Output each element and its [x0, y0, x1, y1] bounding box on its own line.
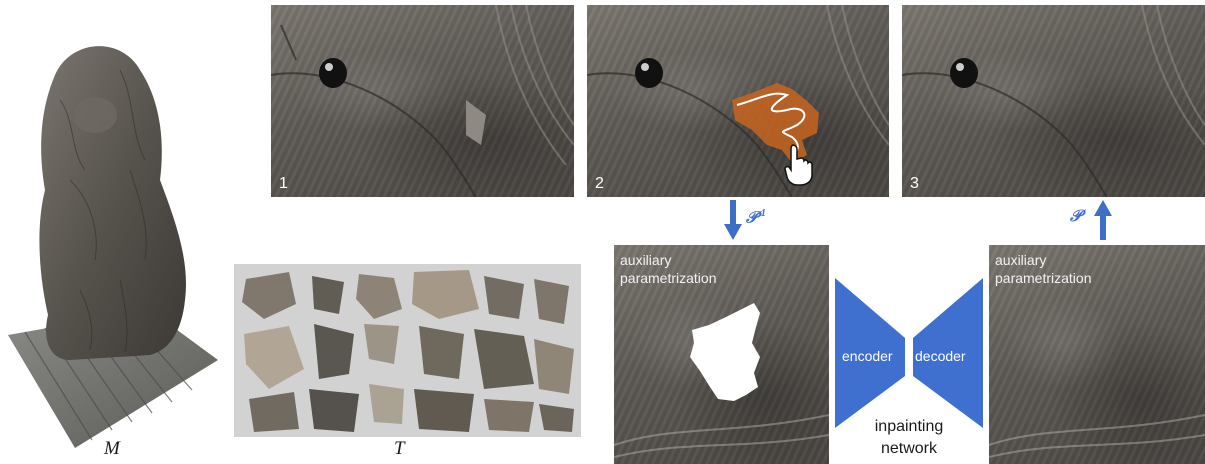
- selection-brush-area: [732, 83, 819, 163]
- panel-3-image: 3: [902, 5, 1205, 197]
- lion-body: [39, 46, 186, 360]
- panel-2-number: 2: [595, 175, 604, 193]
- aux-param-output-image: auxiliary parametrization: [989, 245, 1205, 464]
- aux-param-output-label: auxiliary parametrization: [995, 251, 1092, 287]
- texture-atlas: [234, 264, 581, 437]
- inpainting-mask: [690, 303, 760, 401]
- panel-1-image: 1: [271, 5, 574, 197]
- parametrization-label: 𝒫: [1070, 208, 1082, 226]
- panel-3-number: 3: [910, 175, 919, 193]
- decoder-label: decoder: [915, 348, 966, 364]
- lion-statue-image: [0, 30, 225, 450]
- inverse-parametrization-label: 𝒫-1: [746, 208, 766, 227]
- model-label: M: [104, 438, 120, 460]
- arrow-down-icon: [724, 200, 742, 240]
- aux-param-input-label: auxiliary parametrization: [620, 251, 717, 287]
- encoder-label: encoder: [842, 348, 893, 364]
- panel-1-number: 1: [279, 175, 288, 193]
- texture-label: T: [394, 438, 405, 460]
- arrow-up-icon: [1094, 200, 1112, 240]
- inpainting-network-caption: inpainting network: [846, 416, 972, 460]
- panel-2-image: 2: [587, 5, 889, 197]
- aux-param-input-image: auxiliary parametrization: [614, 245, 829, 464]
